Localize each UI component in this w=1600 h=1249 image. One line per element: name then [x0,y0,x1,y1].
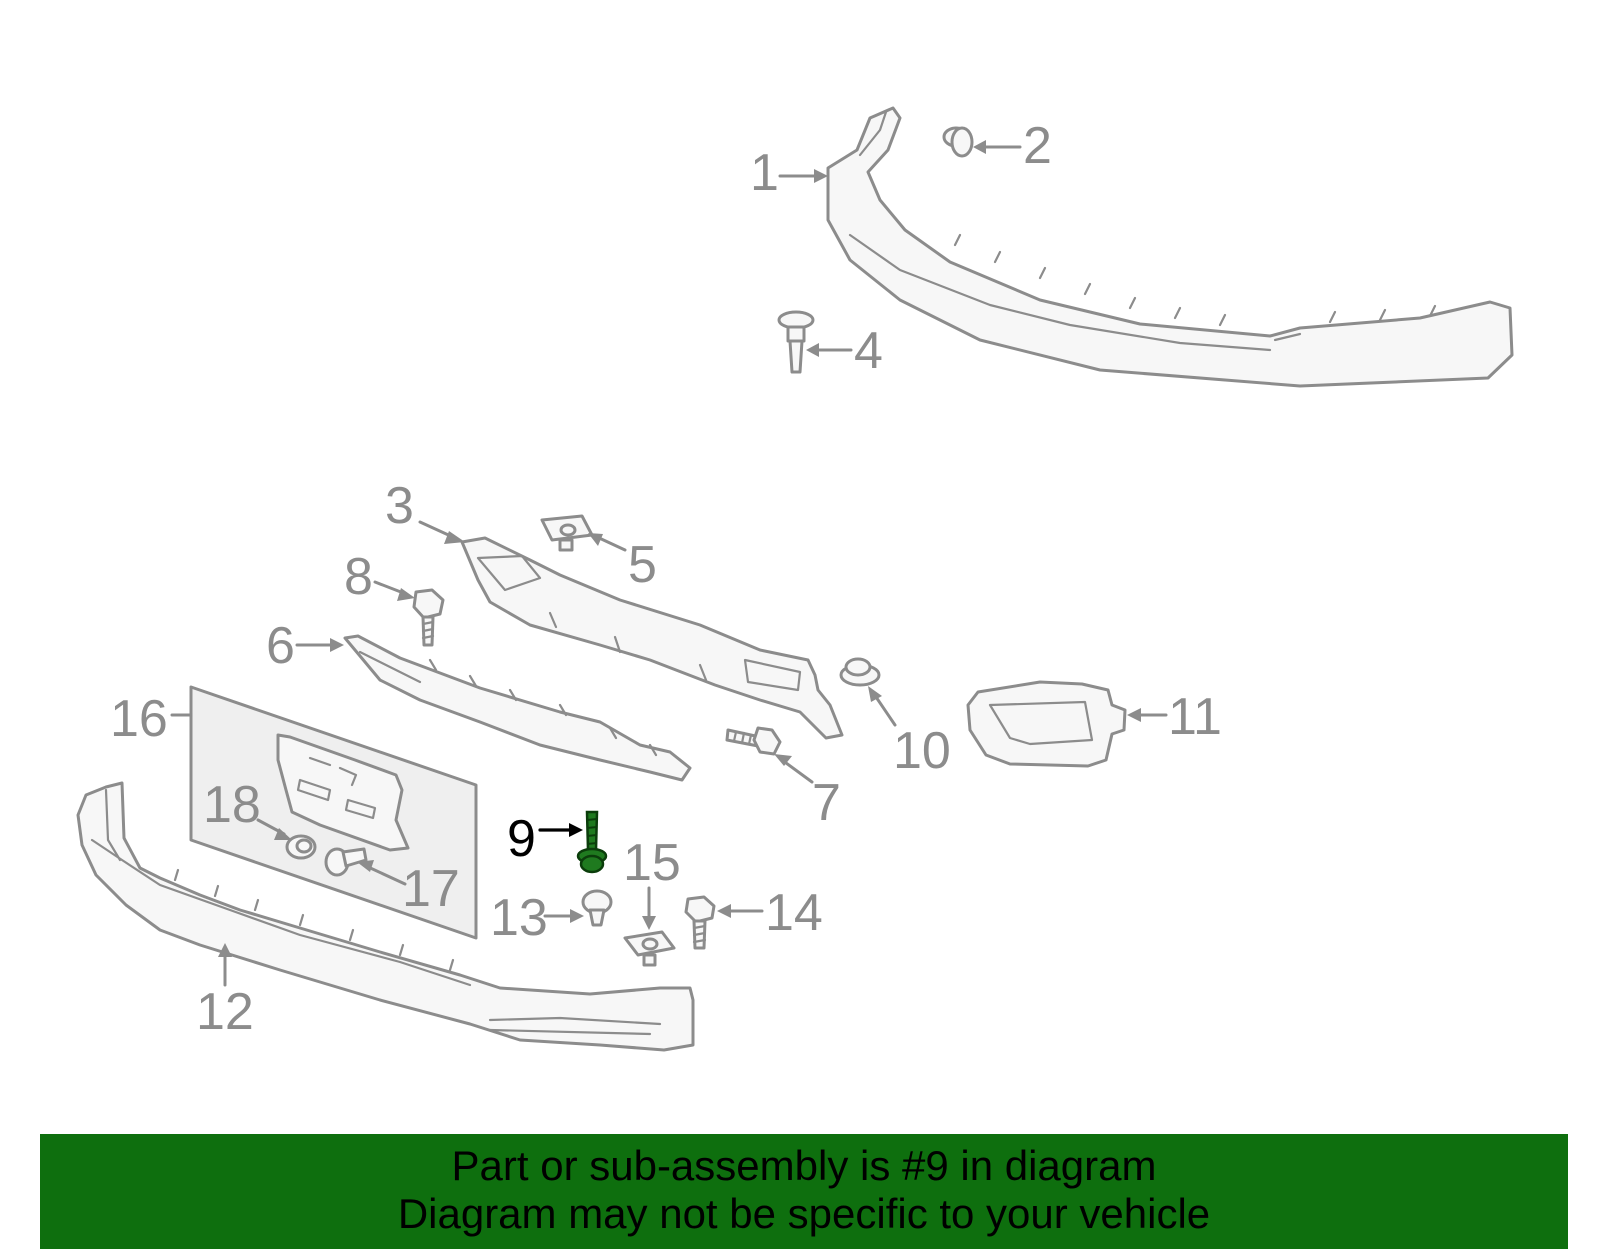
callout-17: 17 [357,860,460,918]
callout-13: 13 [490,889,584,947]
part-9-bolt-highlighted [576,810,608,874]
callout-4: 4 [806,322,883,380]
callout-18: 18 [203,776,292,840]
part-16-license-bracket [189,685,478,940]
callout-9: 9 [507,810,583,868]
banner-disclaimer: Diagram may not be specific to your vehi… [397,1190,1211,1237]
part-11-fog-bezel [966,680,1127,768]
callout-2-label: 2 [1023,117,1052,175]
callout-1-label: 1 [750,144,779,202]
part-4-screw [777,310,815,374]
callout-18-label: 18 [203,776,261,834]
callout-12: 12 [196,943,254,1041]
part-2-push-pin [942,126,974,158]
callout-16-label: 16 [110,690,168,748]
callout-9-label: 9 [507,810,536,868]
part-7-bolt [725,726,782,756]
part-1-upper-fascia [826,106,1514,388]
callout-15-label: 15 [623,834,681,892]
callout-7: 7 [774,754,841,832]
part-5-clip-nut [540,514,594,552]
callout-15: 15 [623,834,681,930]
callout-1: 1 [750,144,828,202]
part-12-air-deflector [76,781,695,1052]
callout-7-label: 7 [812,774,841,832]
part-14-bolt [684,895,716,950]
callout-13-label: 13 [490,889,548,947]
part-15-clip-nut [623,930,676,967]
callout-3: 3 [385,477,465,544]
part-17-screw [324,847,368,877]
callout-10-label: 10 [893,722,951,780]
callout-12-label: 12 [196,983,254,1041]
callout-11-label: 11 [1168,688,1222,746]
part-8-bolt [412,588,445,647]
callout-8: 8 [344,548,415,606]
part-3-reinforcement [460,536,844,740]
callout-5: 5 [588,533,657,594]
callout-6-label: 6 [266,617,295,675]
callout-16: 16 [110,690,193,748]
callout-5-label: 5 [628,536,657,594]
callout-8-label: 8 [344,548,373,606]
callout-3-label: 3 [385,477,414,535]
callout-14: 14 [717,884,823,942]
callout-2: 2 [973,117,1052,175]
callout-17-label: 17 [402,860,460,918]
part-13-push-pin [581,889,613,927]
part-18-retainer [285,834,317,860]
callout-14-label: 14 [765,884,823,942]
callout-6: 6 [266,617,344,675]
part-10-nut [839,657,881,687]
callout-4-label: 4 [854,322,883,380]
callout-10: 10 [868,686,951,780]
callout-11: 11 [1127,688,1222,746]
banner-part-message: Part or sub-assembly is #9 in diagram [451,1142,1157,1189]
part-6-grille-bar [343,634,692,782]
info-banner: Part or sub-assembly is #9 in diagram Di… [40,1134,1568,1249]
